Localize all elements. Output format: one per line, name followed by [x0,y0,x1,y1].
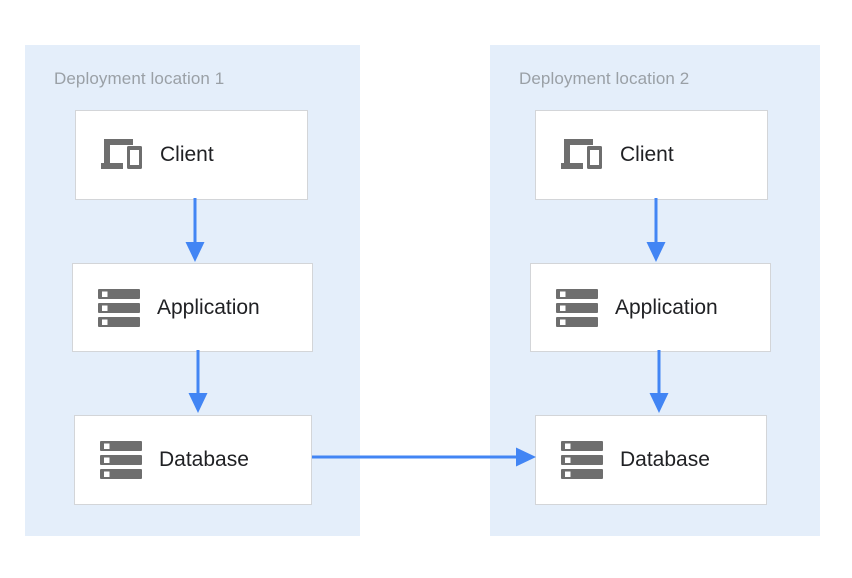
zone-2-label: Deployment location 2 [519,69,690,88]
node-label: Application [615,295,718,319]
server-icon [558,436,606,484]
server-icon [95,284,143,332]
node-database-location-1[interactable]: Database [74,415,312,505]
connector-client-to-application-2 [645,198,667,265]
connector-application-to-database-1 [187,350,209,416]
zone-1-label: Deployment location 1 [54,69,225,88]
node-database-location-2[interactable]: Database [535,415,767,505]
devices-icon [558,131,606,179]
node-label: Database [159,448,249,471]
node-application-location-1[interactable]: Application [72,263,313,352]
devices-icon [98,131,146,179]
node-label: Database [620,448,710,471]
node-label: Application [157,295,260,319]
node-label: Client [160,143,214,166]
server-icon [97,436,145,484]
node-application-location-2[interactable]: Application [530,263,771,352]
node-client-location-2[interactable]: Client [535,110,768,200]
connector-client-to-application-1 [184,198,206,265]
node-label: Client [620,143,674,166]
server-icon [553,284,601,332]
node-client-location-1[interactable]: Client [75,110,308,200]
connector-application-to-database-2 [648,350,670,416]
connector-database-1-to-database-2 [312,446,538,468]
